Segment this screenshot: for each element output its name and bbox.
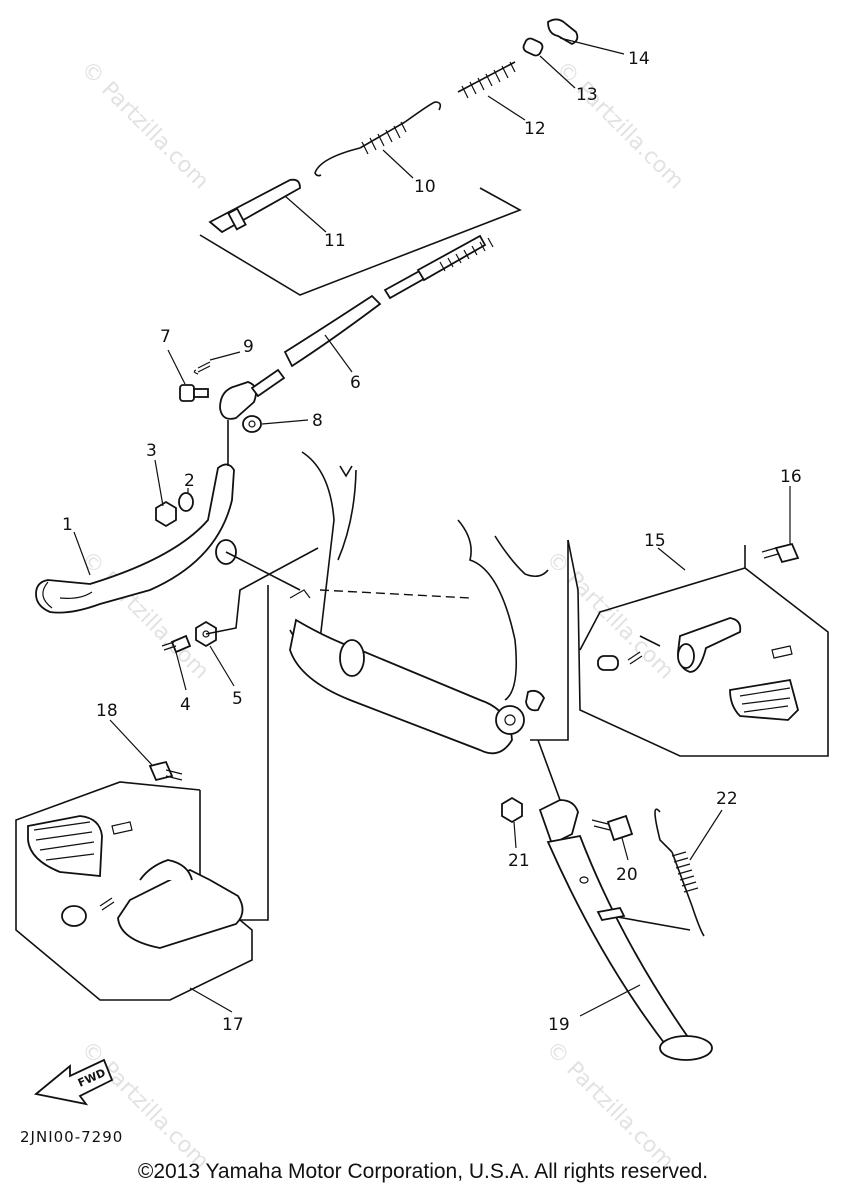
part-2-oring	[178, 492, 194, 512]
callout-leaders	[73, 37, 791, 1017]
part-6-rod	[283, 294, 382, 368]
callout-22: 22	[716, 789, 738, 809]
callout-16: 16	[780, 467, 802, 487]
part-19-sidestand	[538, 799, 713, 1061]
part-12-spring	[457, 61, 516, 99]
callout-13: 13	[576, 85, 598, 105]
part-16-bolt	[761, 542, 800, 564]
part-4-bolt	[161, 634, 192, 654]
part-14-fitting	[547, 18, 579, 46]
upper-group-outline	[199, 187, 522, 296]
copyright-notice: ©2013 Yamaha Motor Corporation, U.S.A. A…	[137, 1160, 709, 1183]
brake-rod-upper	[383, 234, 494, 300]
part-15-footrest-bracket	[597, 617, 800, 721]
callout-3: 3	[146, 441, 157, 461]
callout-20: 20	[616, 865, 638, 885]
callout-5: 5	[232, 689, 243, 709]
callout-19: 19	[548, 1015, 570, 1035]
frame-outline	[289, 451, 549, 755]
callout-15: 15	[644, 531, 666, 551]
fwd-arrow-icon: FWD	[33, 1058, 114, 1106]
callout-21: 21	[508, 851, 530, 871]
callout-labels: 14 13 12 10 11 6 7 9 8 3 2 1 4 5 15 16 1…	[62, 49, 802, 1035]
right-group-outline	[567, 539, 829, 757]
callout-14: 14	[628, 49, 650, 69]
part-8-washer	[242, 415, 262, 433]
part-13-collar	[522, 37, 544, 57]
callout-7: 7	[160, 327, 171, 347]
callout-4: 4	[180, 695, 191, 715]
callout-2: 2	[184, 471, 195, 491]
part-10-spring	[314, 101, 442, 177]
callout-11: 11	[324, 231, 346, 251]
part-3-nut	[155, 500, 177, 528]
watermark: © Partzilla.com	[541, 1037, 679, 1175]
part-21-nut	[501, 796, 523, 824]
callout-6: 6	[350, 373, 361, 393]
watermark: © Partzilla.com	[76, 1037, 214, 1175]
leader-lines	[205, 420, 691, 931]
watermark-group: © Partzilla.com © Partzilla.com © Partzi…	[76, 57, 689, 1175]
frame-dashed	[319, 589, 471, 599]
callout-17: 17	[222, 1015, 244, 1035]
diagram-code: 2JNI00-7290	[20, 1128, 123, 1146]
part-20-bolt	[591, 814, 634, 842]
part-7-bolt	[179, 384, 209, 402]
callout-12: 12	[524, 119, 546, 139]
watermark: © Partzilla.com	[76, 57, 214, 195]
callout-8: 8	[312, 411, 323, 431]
part-22-spring	[654, 808, 705, 937]
callout-1: 1	[62, 515, 73, 535]
part-17-footrest	[27, 815, 244, 949]
part-11-pin	[208, 178, 301, 234]
part-1-brake-pedal	[35, 463, 237, 614]
rod-clevis	[219, 368, 286, 420]
callout-10: 10	[414, 177, 436, 197]
part-9-cotter-pin	[193, 361, 211, 375]
part-18-bolt	[148, 760, 183, 782]
callout-18: 18	[96, 701, 118, 721]
callout-9: 9	[243, 337, 254, 357]
watermark: © Partzilla.com	[551, 57, 689, 195]
